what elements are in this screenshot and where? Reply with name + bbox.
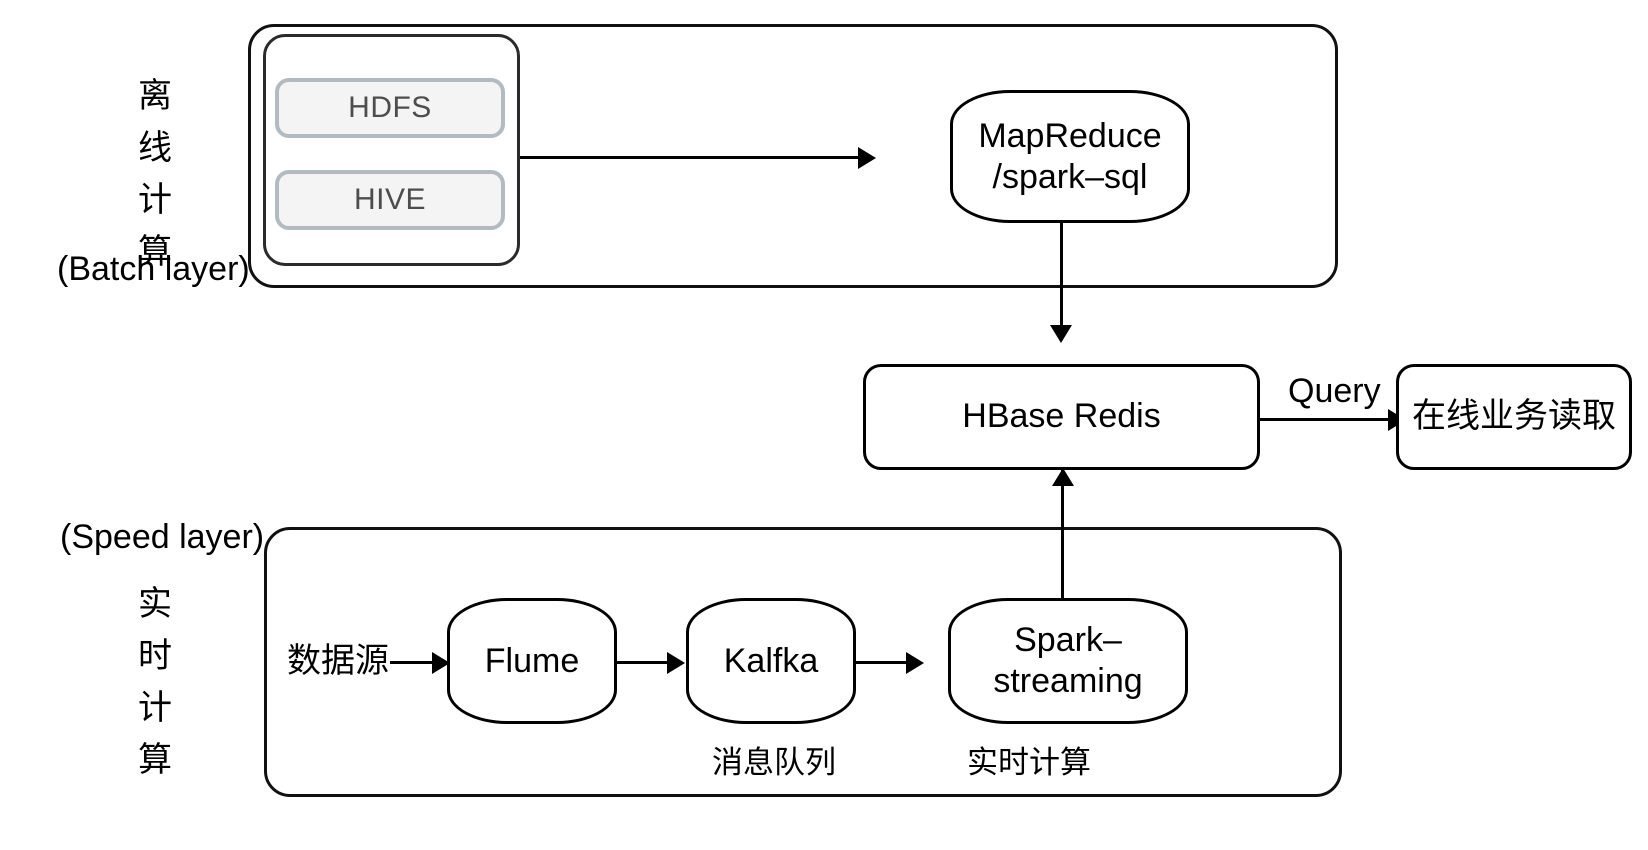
node-kalfka-label: Kalfka	[723, 641, 819, 680]
edge-flume-to-kalfka	[617, 661, 670, 664]
node-online-consumer[interactable]: 在线业务读取	[1396, 364, 1632, 470]
speed-layer-en-label: (Speed layer)	[60, 518, 265, 556]
node-spark-streaming[interactable]: Spark– streaming	[948, 598, 1188, 724]
speed-layer-cn-label: 实 时 计 算	[138, 585, 172, 779]
node-mapreduce-label: MapReduce /spark–sql	[978, 116, 1162, 196]
edge-spark-to-store-arrowhead	[1052, 468, 1074, 486]
node-mapreduce[interactable]: MapReduce /spark–sql	[950, 90, 1190, 223]
node-spark-streaming-label: Spark– streaming	[993, 621, 1143, 700]
edge-spark-to-store	[1061, 468, 1064, 600]
edge-kalfka-to-spark	[856, 661, 909, 664]
batch-layer-cn-label: 离 线 计 算	[138, 77, 172, 271]
storage-box-hdfs-label: HDFS	[348, 91, 432, 124]
edge-storage-to-compute-arrowhead	[858, 147, 876, 169]
edge-compute-to-store-arrowhead	[1050, 325, 1072, 343]
storage-panel	[263, 34, 520, 266]
batch-layer-container	[248, 24, 1338, 288]
edge-flume-to-kalfka-arrowhead	[667, 652, 685, 674]
node-spark-streaming-caption: 实时计算	[967, 745, 1091, 780]
node-flume-label: Flume	[484, 641, 580, 680]
storage-box-hive[interactable]: HIVE	[275, 170, 505, 230]
storage-box-hdfs[interactable]: HDFS	[275, 78, 505, 138]
node-hbase-redis-label: HBase Redis	[962, 397, 1161, 436]
edge-store-to-consumer	[1260, 418, 1390, 421]
edge-source-to-flume	[390, 661, 435, 664]
node-flume[interactable]: Flume	[447, 598, 617, 724]
speed-layer-container	[264, 527, 1342, 797]
node-hbase-redis[interactable]: HBase Redis	[863, 364, 1260, 470]
storage-box-hive-label: HIVE	[353, 183, 427, 216]
batch-layer-en-label: (Batch layer)	[57, 250, 250, 288]
node-online-consumer-label: 在线业务读取	[1412, 397, 1616, 436]
edge-query-label: Query	[1288, 372, 1381, 410]
node-kalfka[interactable]: Kalfka	[686, 598, 856, 724]
edge-source-to-flume-arrowhead	[432, 652, 450, 674]
edge-compute-to-store	[1060, 223, 1063, 326]
edge-kalfka-to-spark-arrowhead	[906, 652, 924, 674]
edge-storage-to-compute	[520, 156, 860, 159]
node-kalfka-caption: 消息队列	[712, 745, 836, 780]
data-source-label: 数据源	[287, 642, 389, 680]
